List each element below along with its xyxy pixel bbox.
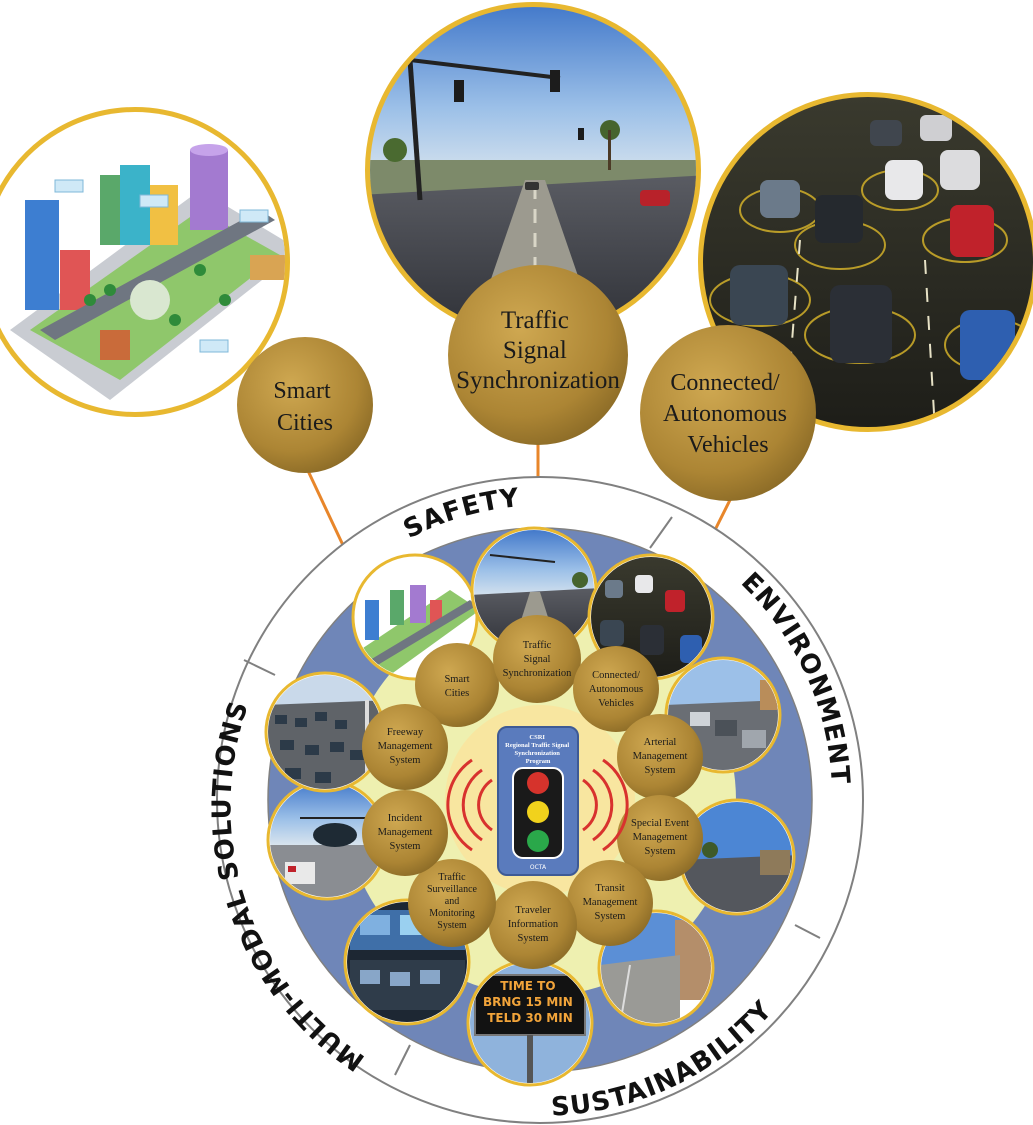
feature-label-line: Smart	[273, 378, 331, 404]
feature-label-line: Vehicles	[687, 432, 768, 458]
feature-label-line: Traffic	[501, 307, 569, 334]
feature-label-line: Synchronization	[456, 367, 620, 394]
center-card-footer: OCTA	[530, 864, 547, 871]
svg-text:Connected/ Autonomous: Connected/ Autonomous Vehicles	[663, 370, 793, 458]
feature-label-line: Autonomous	[663, 401, 787, 427]
smart-cities-photo	[0, 107, 290, 417]
svg-text:Smart Cities: Smart Cities	[273, 378, 336, 436]
feature-smart-cities: Smart Cities	[237, 337, 373, 473]
feature-label-line: Connected/	[670, 370, 780, 396]
feature-connected-vehicles: Connected/ Autonomous Vehicles	[640, 325, 816, 501]
traffic-light-icon	[512, 767, 564, 859]
traffic-signal-photo	[365, 2, 701, 338]
ring-dividers	[243, 516, 821, 1076]
feature-traffic-signal: Traffic Signal Synchronization	[448, 265, 628, 445]
small-photo-transit	[597, 909, 715, 1027]
svg-text:Traffic Signal Syn: Traffic Signal Synchronization	[456, 307, 620, 394]
small-photo-message-sign: TIME TO BRNG 15 MIN TELD 30 MIN	[466, 959, 594, 1087]
feature-label-line: Signal	[503, 337, 567, 364]
signal-wave-icon	[446, 758, 629, 852]
feature-label-line: Cities	[277, 410, 333, 436]
connected-vehicles-photo	[698, 92, 1033, 432]
small-photo-freeway	[264, 671, 386, 793]
center-card-title: CSRI Regional Traffic Signal Synchroniza…	[505, 734, 571, 765]
message-sign-text: TIME TO BRNG 15 MIN TELD 30 MIN	[483, 979, 577, 1025]
center-card: CSRI Regional Traffic Signal Synchroniza…	[446, 726, 629, 876]
